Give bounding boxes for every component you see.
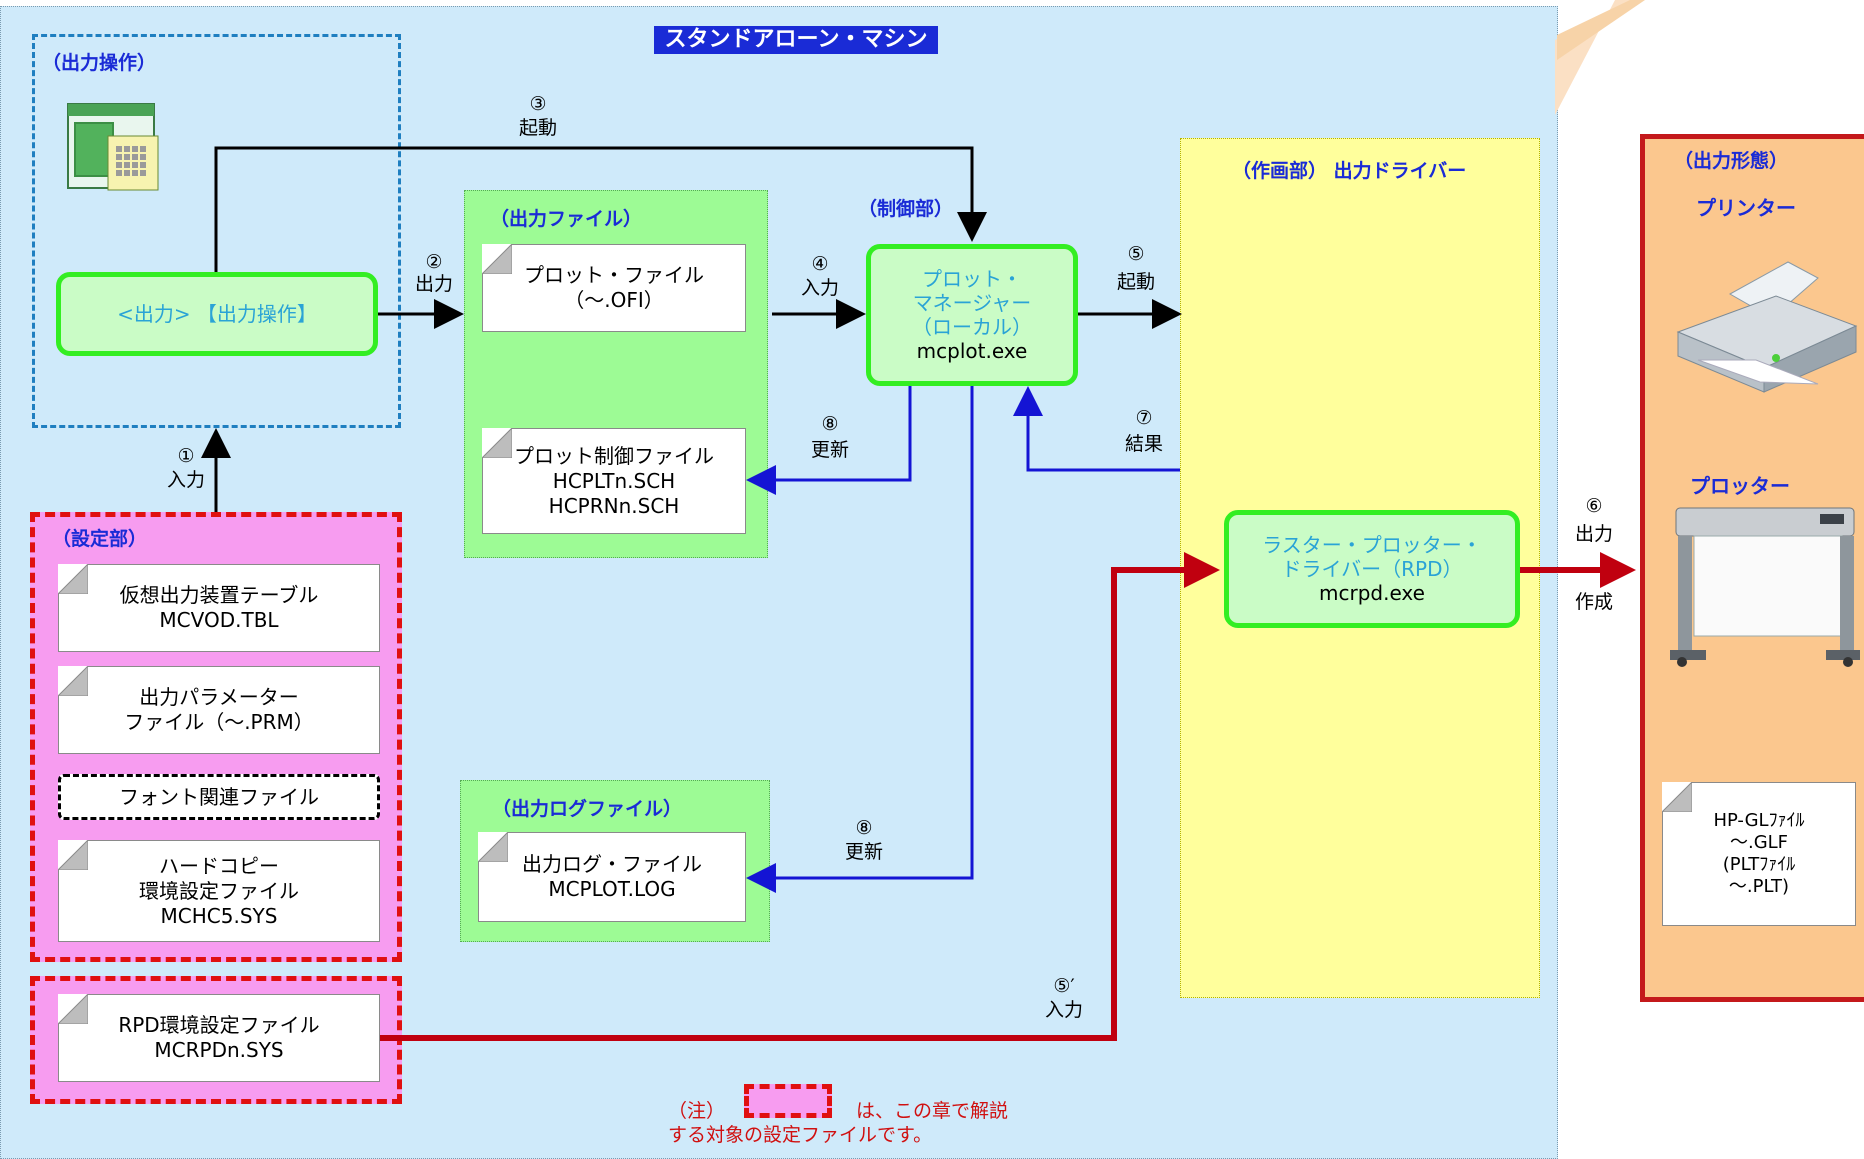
- rpd-process[interactable]: ラスター・プロッター・ ドライバー（RPD） mcrpd.exe: [1224, 510, 1520, 628]
- step7-num: ⑦: [1135, 407, 1153, 429]
- plot-control-file-document[interactable]: プロット制御ファイル HCPLTn.SCH HCPRNn.SCH: [482, 428, 746, 534]
- step3-label: 起動: [518, 117, 557, 139]
- step4-label: 入力: [800, 277, 839, 299]
- step4-num: ④: [811, 253, 829, 275]
- folded-corner-icon: [58, 666, 88, 696]
- plot-file-ext: （〜.OFI）: [564, 288, 664, 312]
- vod-table-name: 仮想出力装置テーブル: [119, 583, 319, 607]
- plot-manager-line1: プロット・: [922, 267, 1022, 291]
- step7-label: 結果: [1124, 433, 1163, 455]
- rpd-env-name: RPD環境設定ファイル: [118, 1013, 320, 1037]
- printer-icon[interactable]: [1668, 256, 1864, 396]
- hardcopy-env-document[interactable]: ハードコピー 環境設定ファイル MCHC5.SYS: [58, 840, 380, 942]
- hardcopy-line2: 環境設定ファイル: [139, 878, 299, 903]
- plot-manager-line3: （ローカル）: [912, 315, 1032, 339]
- step6-extra: 作成: [1574, 591, 1613, 613]
- step8a-num: ⑧: [821, 413, 839, 435]
- vod-table-file: MCVOD.TBL: [159, 608, 279, 632]
- note-line2: する対象の設定ファイルです。: [668, 1124, 933, 1146]
- plot-manager-line2: マネージャー: [912, 291, 1032, 315]
- parameter-file-ext: ファイル（〜.PRM）: [124, 710, 314, 734]
- step1-num: ①: [177, 445, 195, 467]
- rpd-exe: mcrpd.exe: [1319, 581, 1425, 605]
- font-file-box[interactable]: フォント関連ファイル: [58, 774, 380, 820]
- hardcopy-line3: MCHC5.SYS: [160, 903, 278, 928]
- settings-label: （設定部）: [52, 528, 148, 550]
- plotter-label: プロッター: [1690, 474, 1790, 498]
- rpd-line1: ラスター・プロッター・: [1262, 533, 1482, 557]
- step1-label: 入力: [166, 469, 205, 491]
- output-log-label: （出力ログファイル）: [492, 798, 683, 820]
- arrow-8-update-ctrl: [746, 386, 912, 495]
- output-operation-process[interactable]: <出力> 【出力操作】: [56, 272, 378, 356]
- output-operation-label: （出力操作）: [42, 52, 157, 74]
- rpd-line2: ドライバー（RPD）: [1281, 557, 1463, 581]
- application-window-icon[interactable]: [66, 102, 162, 192]
- output-operation-text: <出力> 【出力操作】: [117, 302, 317, 326]
- arrow-7-result: [1013, 386, 1180, 472]
- plot-file-document[interactable]: プロット・ファイル （〜.OFI）: [482, 244, 746, 332]
- plot-file-name: プロット・ファイル: [524, 263, 704, 287]
- drawing-driver-label: （作画部） 出力ドライバー: [1232, 160, 1467, 182]
- arrow-8-update-log: [746, 386, 974, 893]
- hpgl-line2: 〜.GLF: [1729, 832, 1789, 853]
- font-file-name: フォント関連ファイル: [119, 784, 319, 809]
- vod-table-document[interactable]: 仮想出力装置テーブル MCVOD.TBL: [58, 564, 380, 652]
- rpd-env-file: MCRPDn.SYS: [154, 1038, 284, 1062]
- step5p-num: ⑤′: [1053, 975, 1075, 997]
- step2-label: 出力: [414, 273, 453, 295]
- note-prefix: （注）: [668, 1100, 726, 1122]
- rpd-env-document[interactable]: RPD環境設定ファイル MCRPDn.SYS: [58, 994, 380, 1082]
- plot-control-file-name: プロット制御ファイル: [514, 443, 714, 468]
- decor-wedge: [1555, 0, 1655, 120]
- note-swatch: [744, 1084, 832, 1118]
- step8a-label: 更新: [810, 439, 849, 461]
- step2-num: ②: [425, 251, 443, 273]
- step6-num: ⑥: [1585, 495, 1603, 517]
- folded-corner-icon: [58, 840, 88, 870]
- step5p-label: 入力: [1044, 999, 1083, 1021]
- parameter-file-name: 出力パラメーター: [139, 685, 299, 709]
- plotter-icon[interactable]: [1670, 500, 1860, 670]
- output-operation-group: [32, 34, 401, 428]
- hpgl-line3: (PLTﾌｧｲﾙ: [1722, 854, 1796, 875]
- plot-control-file-2: HCPRNn.SCH: [548, 493, 680, 518]
- folded-corner-icon: [482, 428, 512, 458]
- folded-corner-icon: [58, 564, 88, 594]
- output-log-document[interactable]: 出力ログ・ファイル MCPLOT.LOG: [478, 832, 746, 922]
- output-log-name: 出力ログ・ファイル: [522, 852, 702, 876]
- hpgl-line1: HP-GLﾌｧｲﾙ: [1713, 810, 1805, 831]
- folded-corner-icon: [478, 832, 508, 862]
- folded-corner-icon: [58, 994, 88, 1024]
- folded-corner-icon: [482, 244, 512, 274]
- hpgl-line4: 〜.PLT): [1728, 876, 1790, 897]
- hardcopy-line1: ハードコピー: [159, 853, 279, 878]
- output-form-label: （出力形態）: [1674, 150, 1789, 172]
- plot-manager-exe: mcplot.exe: [916, 339, 1028, 363]
- note-suffix: は、この章で解説: [856, 1100, 1009, 1122]
- plot-control-file-1: HCPLTn.SCH: [552, 468, 676, 493]
- printer-label: プリンター: [1696, 196, 1796, 220]
- control-label: （制御部）: [858, 198, 954, 220]
- arrow-5p-input: [380, 552, 1220, 1041]
- hpgl-file-document[interactable]: HP-GLﾌｧｲﾙ 〜.GLF (PLTﾌｧｲﾙ 〜.PLT): [1662, 782, 1856, 926]
- arrow-3-launch: [214, 146, 987, 272]
- step3-num: ③: [529, 93, 547, 115]
- step8b-label: 更新: [844, 841, 883, 863]
- parameter-file-document[interactable]: 出力パラメーター ファイル（〜.PRM）: [58, 666, 380, 754]
- step8b-num: ⑧: [855, 817, 873, 839]
- step6-label: 出力: [1574, 523, 1613, 545]
- plot-manager-process[interactable]: プロット・ マネージャー （ローカル） mcplot.exe: [866, 244, 1078, 386]
- folded-corner-icon: [1662, 782, 1692, 812]
- output-log-file: MCPLOT.LOG: [548, 877, 676, 901]
- step5-num: ⑤: [1127, 243, 1145, 265]
- machine-title: スタンドアローン・マシン: [654, 26, 938, 54]
- step5-label: 起動: [1116, 271, 1155, 293]
- output-file-label: （出力ファイル）: [490, 208, 643, 230]
